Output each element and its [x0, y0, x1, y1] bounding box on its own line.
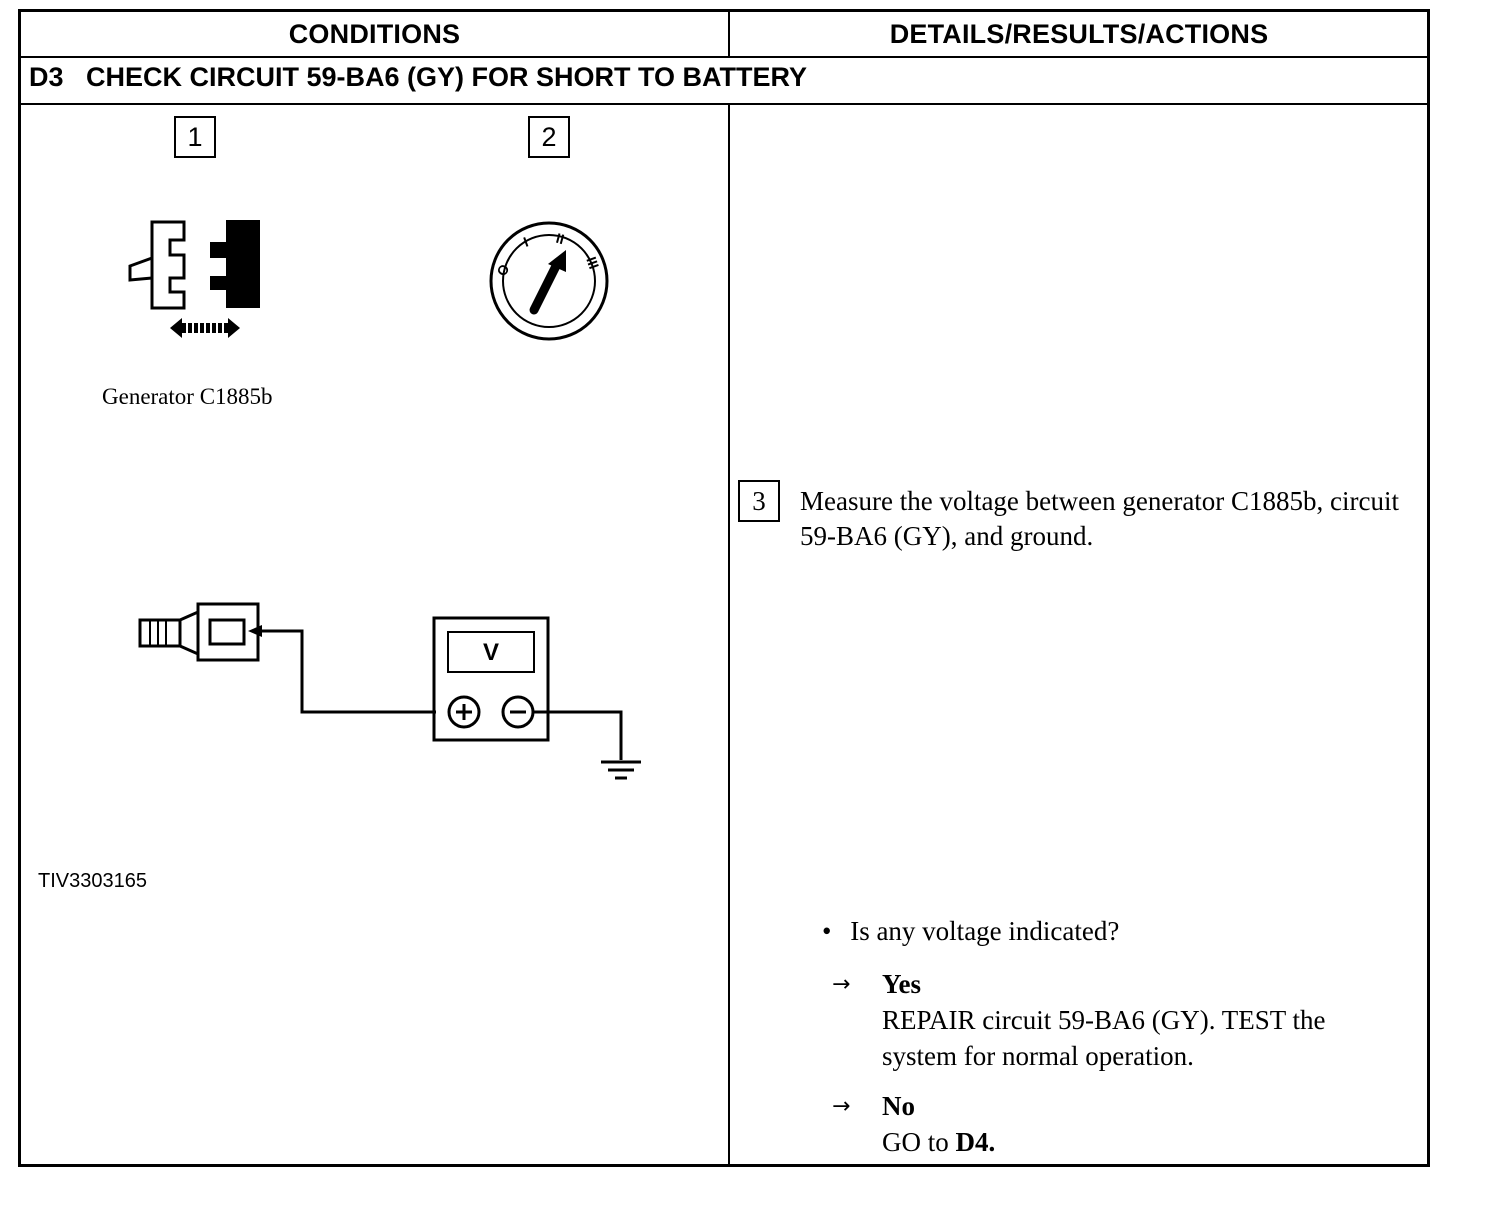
header-column-divider: [728, 12, 730, 56]
figure-id: TIV3303165: [38, 870, 147, 892]
no-label: No: [882, 1091, 915, 1121]
connector-caption: Generator C1885b: [102, 384, 273, 409]
step-3-instruction: Measure the voltage between generator C1…: [800, 486, 1400, 551]
step-2-box: 2: [528, 116, 570, 158]
step-3-box: 3: [738, 480, 780, 522]
no-action: GO to D4.: [882, 1124, 995, 1160]
details-header: DETAILS/RESULTS/ACTIONS: [889, 18, 1269, 49]
no-action-target: D4.: [955, 1127, 996, 1157]
column-divider: [728, 103, 730, 1164]
bullet-icon: •: [822, 916, 832, 946]
conditions-header: CONDITIONS: [288, 18, 461, 49]
ignition-switch-icon: O I II III: [489, 221, 609, 341]
question: • Is any voltage indicated?: [822, 916, 1119, 947]
voltmeter-test-diagram: V: [138, 602, 641, 780]
ground-symbol-icon: [601, 760, 641, 780]
svg-text:O: O: [493, 261, 512, 279]
no-arrow-icon: →: [832, 1094, 851, 1119]
meter-label: V: [483, 639, 499, 666]
question-text: Is any voltage indicated?: [850, 916, 1120, 946]
no-action-prefix: GO to: [882, 1127, 956, 1157]
svg-text:I: I: [521, 234, 530, 250]
step-1-box: 1: [174, 116, 216, 158]
yes-label: Yes: [882, 969, 921, 999]
step-title: D3 CHECK CIRCUIT 59-BA6 (GY) FOR SHORT T…: [29, 62, 808, 92]
title-divider: [21, 103, 1427, 105]
diagnostic-table: CONDITIONS DETAILS/RESULTS/ACTIONS D3 CH…: [18, 9, 1430, 1167]
probe-connector-icon: [138, 602, 262, 662]
connector-disconnect-icon: [128, 220, 260, 338]
voltmeter-icon: V: [432, 616, 550, 742]
svg-text:III: III: [583, 255, 602, 271]
svg-text:II: II: [554, 230, 566, 247]
yes-arrow-icon: →: [832, 972, 851, 997]
header-divider: [21, 56, 1427, 58]
yes-action-line-2: system for normal operation.: [882, 1041, 1194, 1071]
yes-action-line-1: REPAIR circuit 59-BA6 (GY). TEST the: [882, 1005, 1326, 1035]
